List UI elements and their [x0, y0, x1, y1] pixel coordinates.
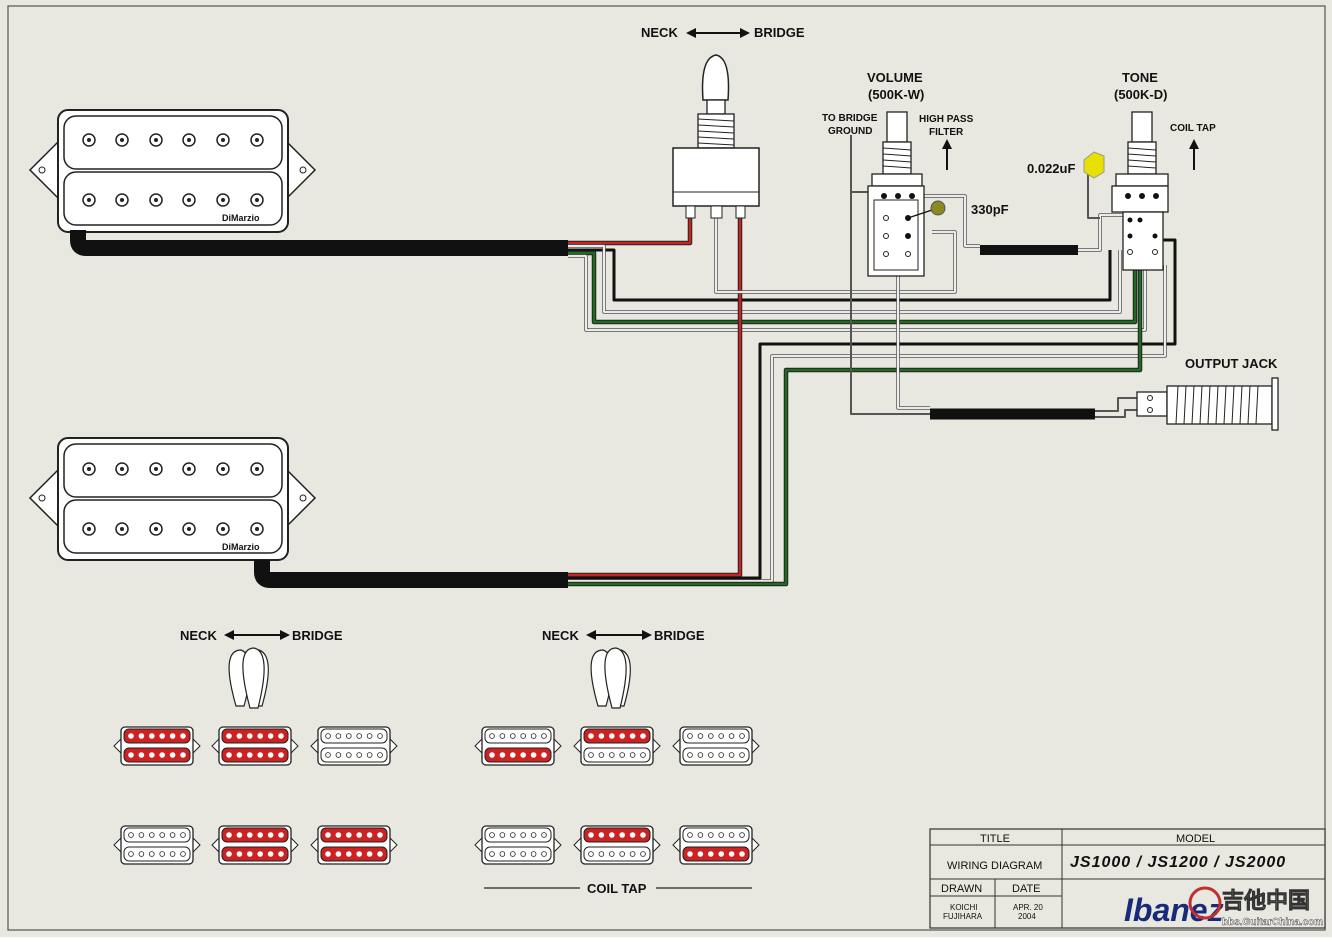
chart1-selector-fan-icon — [228, 647, 269, 709]
watermark-logo-icon — [1188, 886, 1222, 920]
sheet-border — [7, 5, 1326, 931]
neck-pickup: DiMarzio — [28, 109, 317, 233]
chart1-bridge-label: BRIDGE — [292, 628, 343, 643]
output-jack-label: OUTPUT JACK — [1185, 356, 1278, 371]
title-header: TITLE — [980, 833, 1010, 845]
mini-pickup — [573, 825, 661, 865]
position-chart-pickups — [113, 726, 760, 865]
title-value: WIRING DIAGRAM — [947, 860, 1042, 872]
mini-pickup — [573, 726, 661, 766]
ibanez-logo: Ibanez — [1124, 892, 1224, 928]
watermark: 吉他中国 bbs.GuitarChina.com — [1188, 886, 1323, 928]
watermark-text: 吉他中国 — [1222, 888, 1310, 913]
selector-switch — [672, 54, 760, 219]
volume-bridge-ground-line2: GROUND — [828, 126, 872, 137]
tone-title: TONE — [1122, 70, 1158, 85]
high-pass-arrow-icon — [942, 139, 952, 170]
volume-title: VOLUME — [867, 70, 923, 85]
tone-cap-label: 0.022uF — [1027, 161, 1075, 176]
model-value: JS1000 / JS1200 / JS2000 — [1070, 854, 1286, 871]
wires — [568, 135, 1177, 587]
mini-pickup — [672, 825, 760, 865]
neck-pickup-brand: DiMarzio — [222, 213, 260, 223]
mini-pickup — [211, 726, 299, 766]
date-line1: APR. 20 — [1013, 903, 1043, 912]
volume-cap-label: 330pF — [971, 202, 1009, 217]
volume-cap-330pf — [930, 200, 946, 216]
mini-pickup — [310, 726, 398, 766]
date-header: DATE — [1012, 883, 1041, 895]
chart2-neck-label: NECK — [542, 628, 579, 643]
bridge-pickup: DiMarzio — [28, 437, 317, 561]
mini-pickup — [474, 825, 562, 865]
high-pass-line2: FILTER — [929, 127, 964, 138]
coil-tap-caption-text: COIL TAP — [587, 881, 647, 896]
mini-pickup — [113, 726, 201, 766]
mini-pickup — [211, 825, 299, 865]
tone-pot — [1083, 111, 1169, 271]
chart2-bridge-label: BRIDGE — [654, 628, 705, 643]
tone-cap-0022uf — [1083, 151, 1105, 179]
coil-tap-arrow-icon — [1189, 139, 1199, 170]
selector-bridge-label: BRIDGE — [754, 25, 805, 40]
selector-label: NECK BRIDGE — [641, 25, 805, 40]
volume-pot — [867, 111, 946, 277]
mini-pickup — [113, 825, 201, 865]
chart2-selector-fan-icon — [590, 647, 631, 709]
title-block: TITLE WIRING DIAGRAM MODEL JS1000 / JS12… — [929, 828, 1326, 929]
coil-tap-label: COIL TAP — [1170, 123, 1216, 134]
date-line2: 2004 — [1018, 912, 1036, 921]
volume-value: (500K-W) — [868, 87, 924, 102]
model-header: MODEL — [1176, 833, 1215, 845]
selector-neck-label: NECK — [641, 25, 678, 40]
chart1-neck-label: NECK — [180, 628, 217, 643]
mini-pickup — [310, 825, 398, 865]
tone-value: (500K-D) — [1114, 87, 1167, 102]
drawn-line2: FUJIHARA — [943, 912, 983, 921]
drawn-line1: KOICHI — [950, 903, 978, 912]
position-chart-standard: NECK BRIDGE — [180, 628, 343, 709]
pickup-cables — [70, 230, 1095, 588]
output-jack — [1136, 377, 1279, 431]
mini-pickup — [672, 726, 760, 766]
bridge-pickup-brand: DiMarzio — [222, 542, 260, 552]
drawn-header: DRAWN — [941, 883, 982, 895]
mini-pickup — [474, 726, 562, 766]
watermark-url: bbs.GuitarChina.com — [1222, 917, 1323, 928]
coil-tap-caption: COIL TAP — [484, 881, 752, 896]
volume-bridge-ground-line1: TO BRIDGE — [822, 113, 878, 124]
high-pass-line1: HIGH PASS — [919, 114, 974, 125]
position-chart-coil-tap: NECK BRIDGE — [542, 628, 705, 709]
